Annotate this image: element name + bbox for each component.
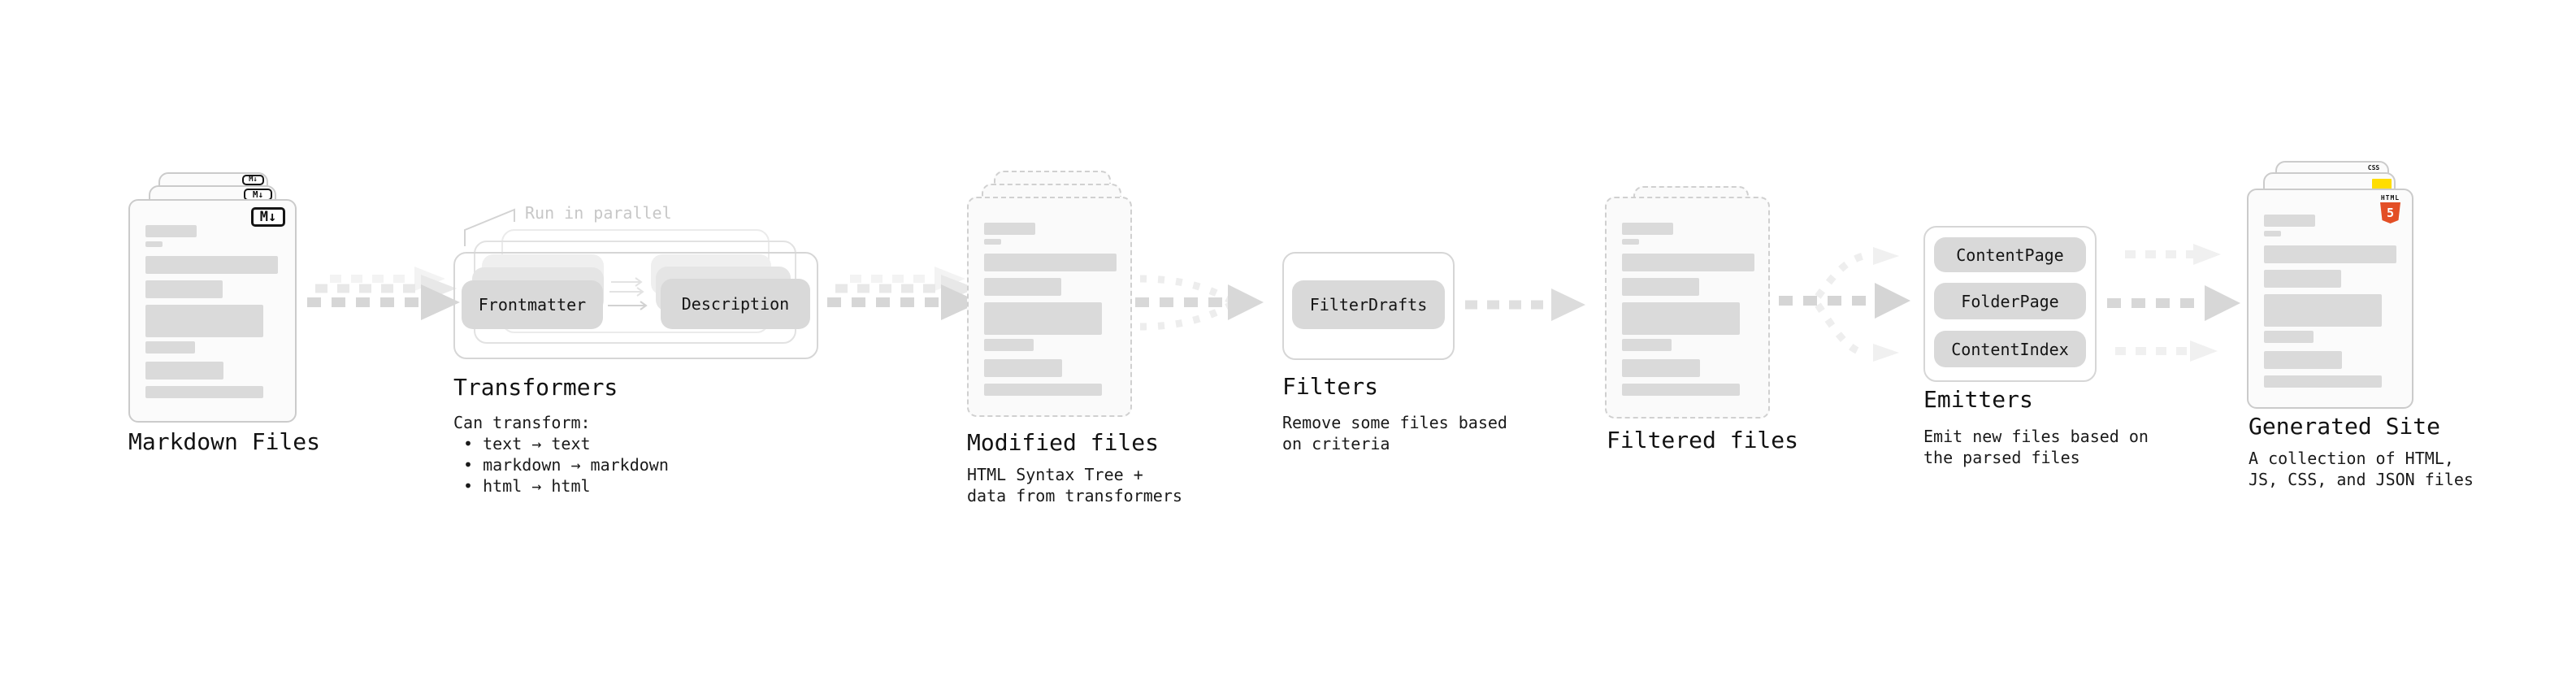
doc-text-bars bbox=[145, 225, 278, 398]
doc-text-bars bbox=[2264, 215, 2396, 388]
flow-arrow-emitters-to-site bbox=[2107, 244, 2240, 362]
description-line: data from transformers bbox=[967, 486, 1182, 505]
generated-site-description: A collection of HTML, JS, CSS, and JSON … bbox=[2249, 448, 2474, 490]
filters-description: Remove some files based on criteria bbox=[1282, 412, 1507, 454]
transformer-box-front bbox=[453, 252, 818, 359]
description-line: Emit new files based on bbox=[1923, 427, 2149, 446]
emitters-box bbox=[1923, 226, 2097, 382]
emitter-pill-contentpage: ContentPage bbox=[1934, 237, 2086, 272]
doc-text-bar bbox=[145, 256, 278, 274]
doc-text-bar bbox=[1622, 278, 1699, 296]
doc-text-bar bbox=[984, 223, 1035, 235]
doc-text-bar bbox=[984, 384, 1102, 396]
emitter-pill-folderpage: FolderPage bbox=[1934, 283, 2086, 319]
description-line: HTML Syntax Tree + bbox=[967, 465, 1143, 484]
doc-text-bar bbox=[145, 305, 263, 337]
doc-text-bar bbox=[2264, 270, 2341, 288]
doc-text-bar bbox=[2264, 351, 2342, 369]
doc-text-bar bbox=[984, 359, 1062, 377]
doc-text-bar bbox=[1622, 239, 1639, 245]
callout-line bbox=[464, 208, 515, 246]
doc-text-bars bbox=[984, 223, 1117, 396]
doc-text-bar bbox=[984, 254, 1117, 271]
can-transform-line: Can transform: bbox=[453, 413, 591, 432]
doc-text-bar bbox=[1622, 339, 1672, 351]
doc-text-bar bbox=[984, 278, 1061, 296]
doc-text-bar bbox=[2264, 215, 2315, 227]
doc-text-bar bbox=[984, 302, 1102, 335]
doc-text-bar bbox=[2264, 245, 2396, 263]
description-line: Remove some files based bbox=[1282, 413, 1507, 432]
stage-title-generated-site: Generated Site bbox=[2249, 413, 2441, 440]
emitter-pill-contentindex: ContentIndex bbox=[1934, 331, 2086, 367]
js-icon bbox=[2372, 179, 2392, 189]
doc-text-bar bbox=[145, 280, 223, 298]
stage-title-transformers: Transformers bbox=[453, 374, 618, 401]
transformer-pill-description: Description bbox=[661, 279, 810, 329]
doc-text-bar bbox=[145, 225, 197, 237]
doc-text-bars bbox=[1622, 223, 1754, 396]
stage-title-modified-files: Modified files bbox=[967, 429, 1160, 456]
transformers-description: Can transform: • text → text • markdown … bbox=[453, 412, 669, 497]
markdown-icon: M↓ bbox=[242, 175, 264, 185]
bullet-item: • markdown → markdown bbox=[463, 455, 669, 475]
doc-text-bar bbox=[1622, 302, 1740, 335]
doc-text-bar bbox=[1622, 254, 1754, 271]
document-card-dashed bbox=[967, 197, 1132, 417]
doc-text-bar bbox=[2264, 294, 2382, 327]
transformer-pill-frontmatter: Frontmatter bbox=[462, 280, 603, 329]
modified-files-description: HTML Syntax Tree + data from transformer… bbox=[967, 464, 1182, 506]
doc-text-bar bbox=[145, 362, 223, 380]
stage-title-filters: Filters bbox=[1282, 373, 1379, 400]
doc-text-bar bbox=[145, 341, 195, 354]
emitters-description: Emit new files based on the parsed files bbox=[1923, 426, 2149, 468]
run-in-parallel-note: Run in parallel bbox=[525, 203, 672, 223]
description-line: the parsed files bbox=[1923, 448, 2080, 467]
doc-text-bar bbox=[2264, 331, 2314, 343]
flow-arrow-modified-to-filters bbox=[1135, 275, 1264, 331]
document-card-dashed bbox=[1605, 197, 1770, 419]
description-line: A collection of HTML, bbox=[2249, 449, 2454, 468]
stage-title-filtered-files: Filtered files bbox=[1607, 427, 1799, 453]
flow-arrow-markdown-to-transformers bbox=[307, 267, 460, 320]
transform-step-arrows bbox=[608, 277, 648, 310]
filters-box bbox=[1282, 252, 1455, 360]
flow-arrow-filtered-to-emitters bbox=[1779, 247, 1910, 362]
document-card: HTML 5 bbox=[2247, 189, 2413, 409]
svg-text:5: 5 bbox=[2387, 206, 2394, 220]
doc-text-bar bbox=[145, 241, 163, 247]
doc-text-bar bbox=[2264, 231, 2281, 236]
markdown-icon: M↓ bbox=[251, 207, 285, 227]
doc-text-bar bbox=[2264, 375, 2382, 388]
stage-title-emitters: Emitters bbox=[1923, 386, 2033, 413]
doc-text-bar bbox=[145, 386, 263, 398]
filter-pill-filterdrafts: FilterDrafts bbox=[1292, 280, 1445, 329]
stage-title-markdown-files: Markdown Files bbox=[128, 428, 321, 455]
html5-icon: HTML 5 bbox=[2379, 195, 2401, 229]
doc-text-bar bbox=[984, 239, 1001, 245]
description-line: JS, CSS, and JSON files bbox=[2249, 470, 2474, 489]
document-card: M↓ bbox=[128, 199, 297, 423]
doc-text-bar bbox=[984, 339, 1034, 351]
bullet-item: • text → text bbox=[463, 434, 591, 453]
bullet-item: • html → html bbox=[463, 476, 591, 496]
flow-arrow-transformers-to-modified bbox=[827, 267, 980, 320]
doc-text-bar bbox=[1622, 223, 1673, 235]
description-line: on criteria bbox=[1282, 434, 1390, 453]
doc-text-bar bbox=[1622, 384, 1740, 396]
flow-arrow-filters-to-filtered bbox=[1465, 288, 1585, 321]
doc-text-bar bbox=[1622, 359, 1700, 377]
